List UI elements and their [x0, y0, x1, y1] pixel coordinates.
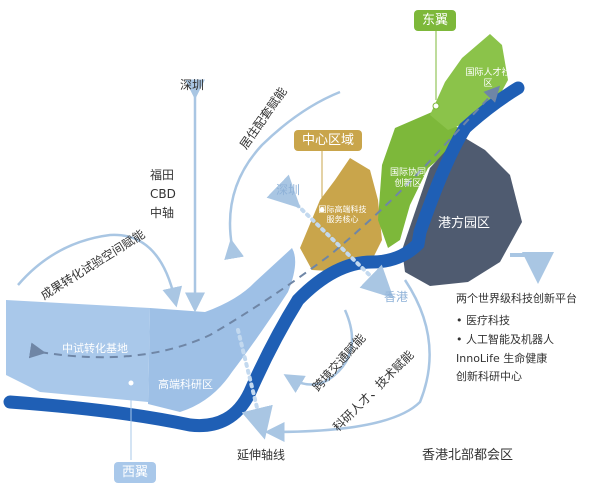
cbd-label: CBD: [150, 187, 176, 201]
intl-collab-label: 国际协同创新区: [389, 168, 426, 190]
achievement-arc: [17, 233, 183, 308]
residential-label: 居住配套赋能: [237, 85, 290, 152]
central-zone-tag: 中心区域: [294, 130, 363, 151]
central-zone-dot: [318, 206, 326, 214]
dotted-axis-lower: [236, 328, 273, 440]
east-wing-dot: [432, 102, 440, 110]
research-talent-arc: [264, 279, 431, 442]
hongkong-label: 香港: [384, 290, 409, 304]
cross-border-arc: [283, 309, 354, 394]
extension-axis-label: 延伸轴线: [237, 448, 286, 462]
innolife-sub-label: 创新科研中心: [456, 370, 522, 383]
research-area-label: 高端科研区: [158, 378, 213, 391]
residential-arc: [224, 90, 341, 261]
cross-border-label: 跨境交通赋能: [309, 330, 368, 394]
northern-metropolis-label: 香港北部都会区: [422, 448, 514, 463]
west-wing-tag: 西翼: [114, 462, 157, 483]
pilot-base-label: 中试转化基地: [62, 342, 128, 355]
platform-item: • 人工智能及机器人: [456, 333, 554, 346]
shenzhen-top-label: 深圳: [180, 78, 205, 92]
west-wing-dot: [127, 379, 135, 387]
futian-label: 福田: [150, 168, 175, 182]
hook-arrow: [510, 251, 554, 284]
platform-title: 两个世界级科技创新平台: [456, 292, 577, 305]
growth-dashed-path: [28, 85, 501, 359]
central-axis-label: 中轴: [150, 206, 175, 220]
dotted-axis-upper: [266, 174, 394, 299]
intl-talent-label: 国际人才社区: [465, 68, 511, 90]
intl-hightech-label: 国际高端科技服务核心: [318, 205, 367, 224]
platform-list: 两个世界级科技创新平台 • 医疗科技 • 人工智能及机器人 InnoLife 生…: [456, 290, 606, 384]
gangfang-label: 港方园区: [438, 216, 491, 231]
platform-item: • 医疗科技: [456, 314, 510, 327]
shenzhen-mid-label: 深圳: [276, 183, 301, 197]
east-wing-tag: 东翼: [414, 10, 457, 31]
innolife-label: InnoLife 生命健康: [456, 352, 548, 365]
